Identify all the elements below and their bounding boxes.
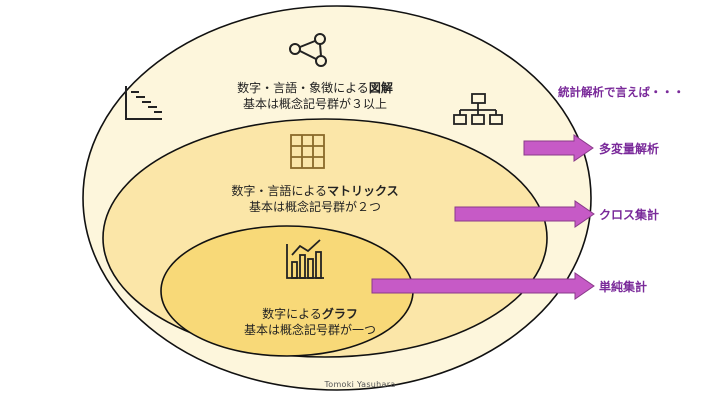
grid-icon — [290, 134, 325, 169]
inner-title: 数字によるグラフ — [210, 306, 410, 322]
outer-title-prefix: 数字・言語・象徴による — [237, 81, 369, 95]
gantt-chart-icon — [125, 86, 162, 120]
arrow-simple — [371, 272, 595, 300]
side-label-multivariate: 多変量解析 — [599, 142, 660, 156]
side-label-crosstab: クロス集計 — [599, 208, 660, 222]
arrow-multivariate — [523, 134, 594, 162]
side-label-simple: 単純集計 — [599, 280, 648, 294]
side-heading: 統計解析で言えば・・・ — [558, 85, 685, 99]
outer-label: 数字・言語・象徴による図解 基本は概念記号群が３以上 — [215, 80, 415, 112]
middle-title: 数字・言語によるマトリックス — [205, 183, 425, 199]
outer-subtitle: 基本は概念記号群が３以上 — [242, 97, 387, 111]
middle-title-emphasis: マトリックス — [327, 184, 399, 198]
outer-title-emphasis: 図解 — [368, 81, 393, 95]
share-nodes-icon — [289, 33, 327, 67]
middle-title-prefix: 数字・言語による — [231, 184, 327, 198]
inner-title-prefix: 数字による — [262, 307, 322, 321]
org-chart-icon — [453, 93, 503, 125]
inner-subtitle: 基本は概念記号群が一つ — [243, 323, 376, 337]
bar-line-chart-icon — [286, 239, 324, 279]
inner-title-emphasis: グラフ — [321, 307, 358, 321]
middle-subtitle: 基本は概念記号群が２つ — [248, 200, 381, 214]
arrow-crosstab — [454, 200, 595, 228]
outer-title: 数字・言語・象徴による図解 — [215, 80, 415, 96]
middle-label: 数字・言語によるマトリックス 基本は概念記号群が２つ — [205, 183, 425, 215]
author-credit: Tomoki Yasuhara — [324, 380, 396, 389]
inner-label: 数字によるグラフ 基本は概念記号群が一つ — [210, 306, 410, 338]
